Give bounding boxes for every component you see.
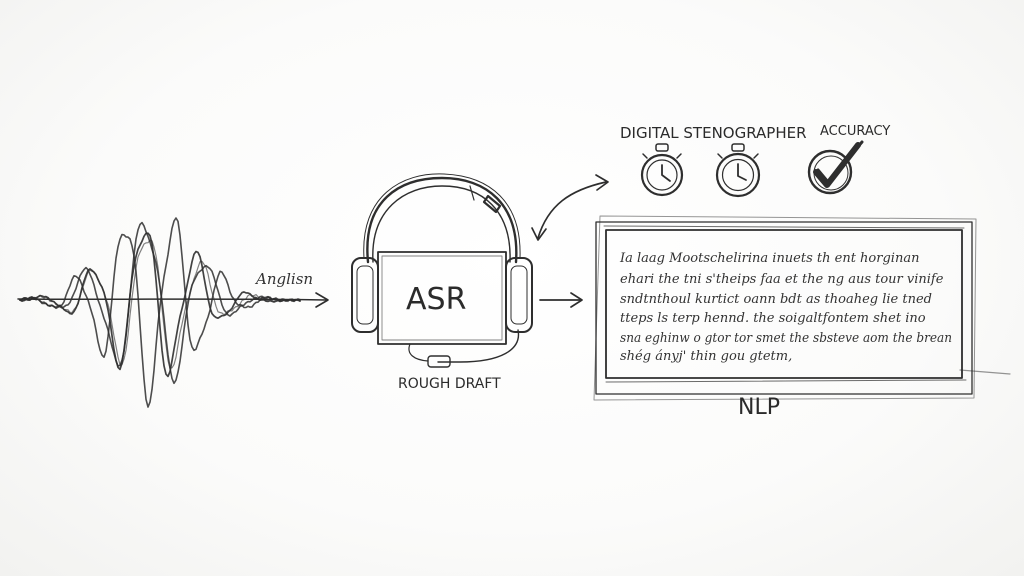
transcript-line: shég ányj' thin gou gtetm, xyxy=(620,349,792,364)
wave-arrowhead xyxy=(315,292,329,308)
waveform-blue xyxy=(19,232,301,378)
asr-to-nlp-arrowhead xyxy=(570,292,583,308)
headphones-icon xyxy=(351,173,533,368)
nlp-label: NLP xyxy=(738,395,780,420)
waveform-yellow xyxy=(19,217,301,408)
wave-label: Anglisn xyxy=(254,270,313,288)
transcript-line: ehari the tni s'theips faa et the ng aus… xyxy=(620,272,944,287)
feedback-curve-arrow xyxy=(537,181,607,239)
feedback-arrowhead-top xyxy=(595,174,609,191)
digital-stenographer-label: DIGITAL STENOGRAPHER xyxy=(620,124,807,142)
checkmark-icon xyxy=(807,140,864,195)
transcript-text: Ia laag Mootschelirina inuets th ent hor… xyxy=(619,251,952,364)
rough-draft-label: ROUGH DRAFT xyxy=(398,376,501,392)
transcript-line: Ia laag Mootschelirina inuets th ent hor… xyxy=(619,251,919,266)
feedback-arrowhead-bottom xyxy=(531,227,547,241)
stopwatch-icon xyxy=(715,143,761,198)
transcript-line: sndtnthoul kurtict oann bdt as thoaheg l… xyxy=(620,292,932,307)
stopwatch-icon xyxy=(640,143,684,197)
accuracy-label: ACCURACY xyxy=(820,124,890,139)
asr-box: ASR xyxy=(377,251,507,345)
transcript-line: tteps ls terp hennd. the soigaltfontem s… xyxy=(620,311,926,326)
sound-wave: Anglisn xyxy=(17,217,329,408)
transcript-line: sna eghinw o gtor tor smet the sbsteve a… xyxy=(620,331,952,346)
wave-axis-arrow xyxy=(17,298,327,301)
asr-label: ASR xyxy=(406,282,466,317)
transcript-box: Ia laag Mootschelirina inuets th ent hor… xyxy=(593,215,1011,401)
